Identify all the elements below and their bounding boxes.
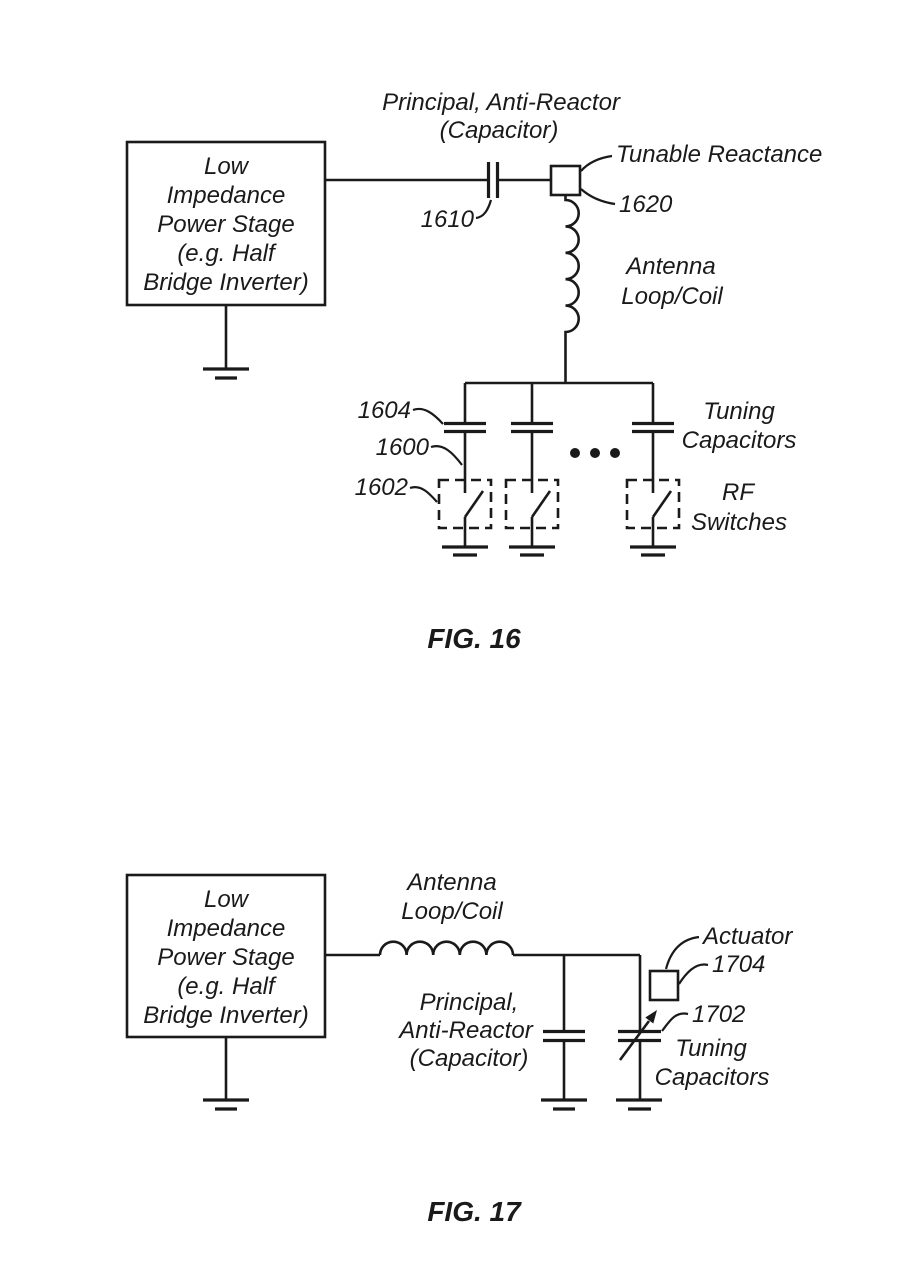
dot [570,448,580,458]
tuning-capacitor-branch [616,955,662,1111]
figure-16: Low Impedance Power Stage (e.g. Half Bri… [125,89,822,654]
switch-blade [463,490,485,518]
rf-switch-box [625,478,681,530]
power-stage-text-line: Low [204,886,250,913]
tuning-capacitors-label-line2: Capacitors [682,427,797,454]
principal-capacitor-label-line3: (Capacitor) [410,1045,529,1072]
variable-capacitor-arrowhead [645,1010,657,1024]
actuator-box [648,969,680,1002]
leader-line-1604 [412,407,444,425]
tuning-capacitors-label-line1: Tuning [703,398,775,425]
power-stage-text-line: Low [204,153,250,180]
antenna-label-line1: Antenna [405,869,496,896]
tuning-capacitors-label-line1: Tuning [675,1035,747,1062]
tuning-branch-3 [625,383,681,557]
rf-switch-box [504,478,560,530]
actuator-label: Actuator [701,923,793,950]
power-stage-text-line: Bridge Inverter) [143,269,308,296]
power-stage-text-line: Power Stage [157,211,294,238]
rf-switch-box [437,478,493,530]
figure-16-caption: FIG. 16 [427,623,521,654]
ellipsis-dots-icon [570,448,620,458]
switch-blade [651,490,673,518]
leader-line-1702 [661,1012,689,1032]
ref-label-1620: 1620 [619,191,673,218]
power-stage-text-line: Power Stage [157,944,294,971]
antenna-label-line2: Loop/Coil [621,283,723,310]
power-stage-text-line: (e.g. Half [177,973,277,1000]
leader-line-actuator [664,935,700,970]
dot [590,448,600,458]
leader-line-1610 [475,199,493,220]
tunable-reactance-label: Tunable Reactance [616,141,822,168]
leader-line-1600 [430,445,463,466]
figure-17: Low Impedance Power Stage (e.g. Half Bri… [125,869,793,1227]
ref-label-1600: 1600 [376,434,430,461]
tunable-reactance-box [549,164,582,197]
ref-label-1702: 1702 [692,1001,745,1028]
power-stage-text-line: Impedance [167,915,286,942]
leader-line-tunable-reactance [580,154,613,172]
antenna-coil-inductor [564,195,580,383]
antenna-label-line1: Antenna [624,253,715,280]
ref-label-1604: 1604 [358,397,411,424]
leader-line-1704 [678,963,709,985]
tuning-branch-1 [437,383,493,557]
ref-label-1610: 1610 [421,206,475,233]
antenna-label-line2: Loop/Coil [401,898,503,925]
tuning-branch-2 [504,383,560,557]
principal-capacitor-label-line1: Principal, Anti-Reactor [382,89,621,116]
principal-capacitor-label-line2: Anti-Reactor [397,1017,533,1044]
power-stage-text-line: Bridge Inverter) [143,1002,308,1029]
power-stage-text-line: Impedance [167,182,286,209]
switch-blade [530,490,552,518]
principal-capacitor-branch [541,955,587,1111]
antenna-coil-inductor [378,940,515,956]
dot [610,448,620,458]
principal-capacitor-label-line2: (Capacitor) [440,117,559,144]
ref-label-1704: 1704 [712,951,765,978]
tuning-capacitors-label-line2: Capacitors [655,1064,770,1091]
figure-17-caption: FIG. 17 [427,1196,522,1227]
variable-capacitor-arrow [618,1020,651,1061]
rf-switches-label-line1: RF [722,479,755,506]
leader-line-1602 [409,486,438,503]
ref-label-1602: 1602 [355,474,408,501]
rf-switches-label-line2: Switches [691,509,787,536]
power-stage-text-line: (e.g. Half [177,240,277,267]
leader-line-1620 [580,188,616,206]
principal-capacitor-label-line1: Principal, [420,989,519,1016]
